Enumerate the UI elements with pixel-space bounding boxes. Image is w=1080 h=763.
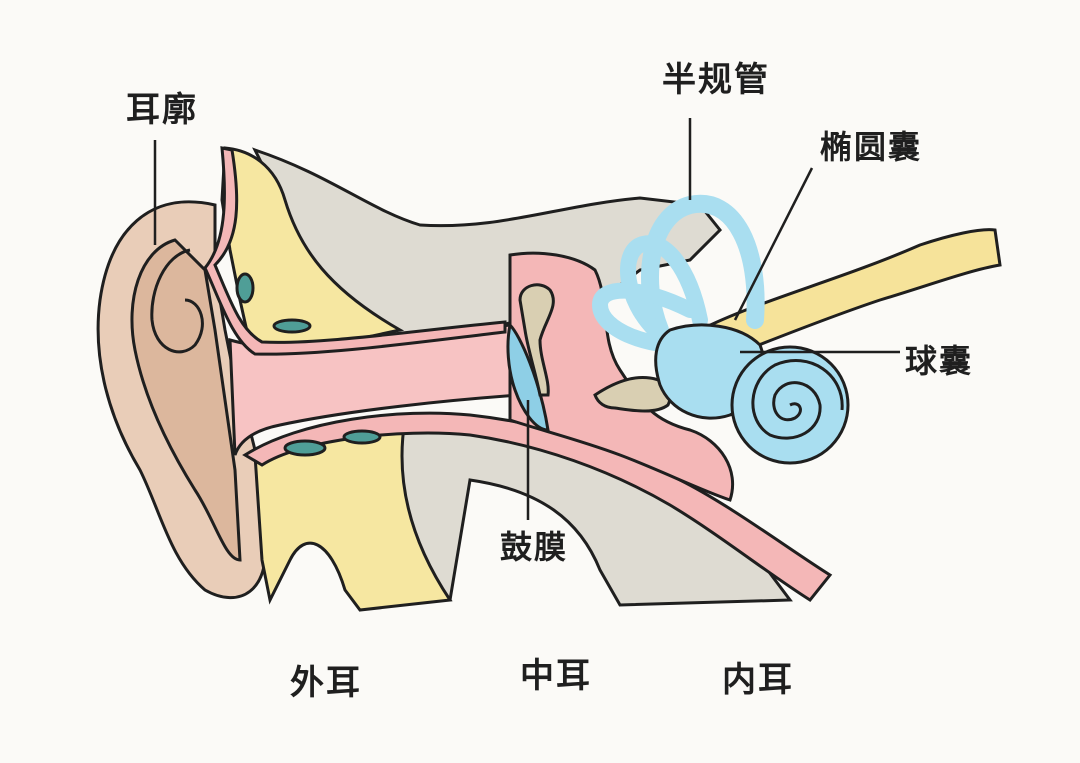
label-utricle: 椭圆囊 <box>820 128 923 166</box>
label-middle-ear: 中耳 <box>520 656 592 696</box>
incus-stapes <box>593 375 672 413</box>
teal-blob-3 <box>283 439 327 457</box>
middle-ear-cavity <box>508 251 735 502</box>
eardrum-shape <box>506 321 550 432</box>
label-outer-ear: 外耳 <box>290 663 362 703</box>
vestibulocochlear-nerve <box>697 228 1002 362</box>
label-saccule: 球囊 <box>905 342 974 380</box>
label-semicircular-canals: 半规管 <box>662 60 770 100</box>
label-inner-ear: 内耳 <box>722 660 794 700</box>
teal-blob-4 <box>342 429 382 445</box>
teal-blob-1 <box>235 272 255 304</box>
teal-blob-2 <box>272 318 312 334</box>
auricle-inner-fold <box>130 238 242 562</box>
eustachian-tube <box>242 411 833 602</box>
auricle-helix-line <box>150 248 204 354</box>
semicircular-canal-posterior <box>620 235 708 338</box>
malleus <box>518 283 555 397</box>
cochlea-spiral <box>751 359 844 440</box>
leader-utricle <box>733 167 814 321</box>
label-auricle: 耳廓 <box>126 90 198 130</box>
tissue-band-upper <box>203 146 507 356</box>
semicircular-canal-anterior <box>641 194 765 339</box>
label-eardrum: 鼓膜 <box>500 528 569 566</box>
